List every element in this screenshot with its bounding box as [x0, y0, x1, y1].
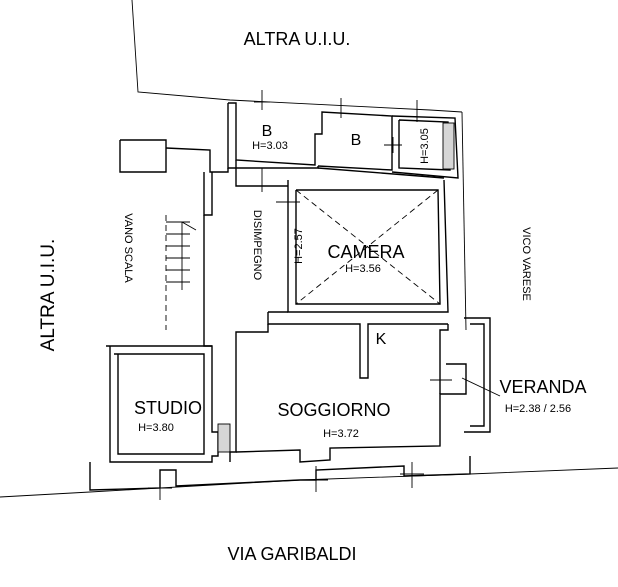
room-studio-height: H=3.80 — [138, 422, 174, 434]
veranda-room — [446, 317, 501, 433]
north-neighbor-label: ALTRA U.I.U. — [244, 29, 351, 49]
room-b1-name: B — [262, 123, 273, 140]
room-b1-height: H=3.03 — [252, 140, 288, 152]
street-south-label: VIA GARIBALDI — [227, 544, 356, 564]
soggiorno-room — [89, 324, 471, 500]
room-camera-name: CAMERA — [327, 242, 404, 262]
bathroom-block — [227, 90, 459, 179]
room-studio-name: STUDIO — [134, 398, 202, 418]
corridor-height-label: H=2.57 — [293, 228, 305, 264]
room-b3-height: H=3.05 — [419, 128, 431, 164]
room-veranda-name: VERANDA — [499, 377, 586, 397]
room-camera-height: H=3.56 — [345, 263, 381, 275]
room-b2-name: B — [351, 132, 362, 149]
room-veranda-height: H=2.38 / 2.56 — [505, 403, 571, 415]
room-kitchen-name: K — [376, 331, 387, 348]
street-east-label: VICO VARESE — [520, 227, 532, 301]
studio-room — [106, 345, 231, 463]
west-neighbor-label: ALTRA U.I.U. — [38, 239, 59, 352]
room-soggiorno-height: H=3.72 — [323, 428, 359, 440]
stair-label: VANO SCALA — [122, 213, 134, 283]
room-soggiorno-name: SOGGIORNO — [277, 400, 390, 420]
camera-room — [276, 179, 449, 313]
corridor-label: DISIMPEGNO — [251, 210, 263, 281]
